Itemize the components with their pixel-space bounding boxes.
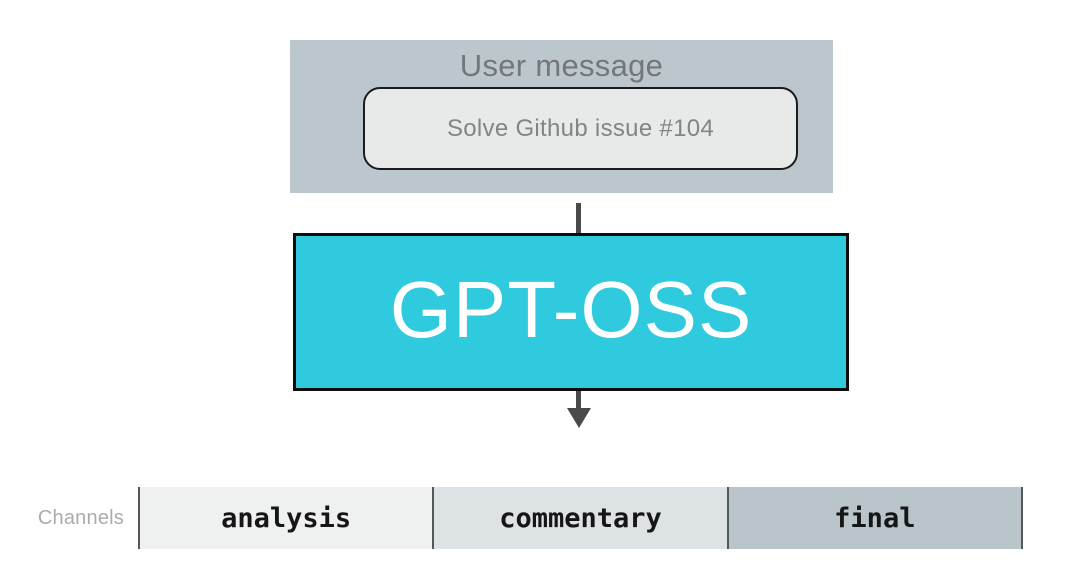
channels-row: analysis commentary final (138, 487, 1023, 549)
channel-final: final (726, 487, 1023, 549)
user-message-bubble: Solve Github issue #104 (363, 87, 798, 170)
model-label: GPT-OSS (389, 265, 753, 354)
user-message-panel: User message Solve Github issue #104 (290, 40, 833, 193)
user-message-bubble-text: Solve Github issue #104 (446, 114, 715, 142)
user-message-title: User message (459, 48, 664, 83)
channel-analysis: analysis (138, 487, 433, 549)
channel-commentary: commentary (432, 487, 727, 549)
channel-analysis-label: analysis (221, 502, 352, 534)
channel-commentary-label: commentary (499, 502, 662, 534)
connector-line-top (576, 203, 581, 233)
arrow-down-icon (567, 408, 591, 428)
channel-final-label: final (834, 502, 916, 534)
channels-label: Channels (37, 506, 124, 529)
connector-line-bottom (576, 391, 581, 410)
model-box: GPT-OSS (293, 233, 849, 391)
